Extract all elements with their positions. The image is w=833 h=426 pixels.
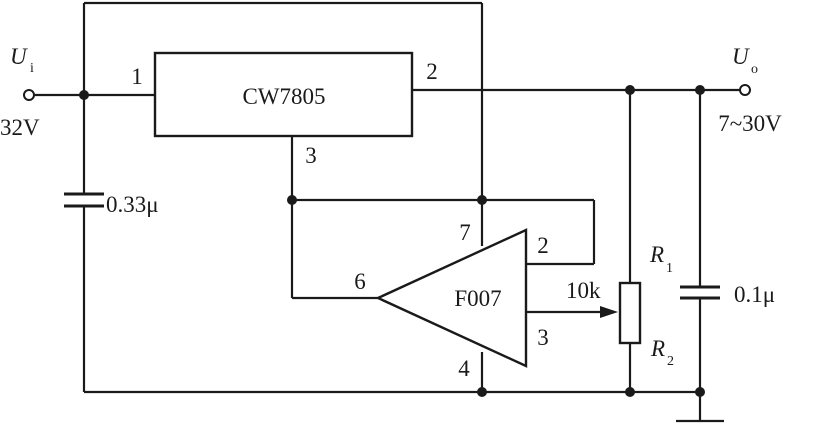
output-symbol: U	[732, 44, 750, 69]
r2-label: R	[650, 336, 665, 361]
opamp-pin-6: 6	[354, 269, 366, 294]
r1-subscript: 1	[666, 261, 673, 276]
potentiometer-body	[618, 281, 642, 345]
output-cap-value: 0.1μ	[734, 282, 775, 307]
opamp-pin-7: 7	[459, 220, 471, 245]
regulator-block	[153, 51, 414, 138]
regulator-pin-2: 2	[426, 59, 438, 84]
input-symbol: U	[10, 44, 28, 69]
junction-output-cap	[695, 85, 705, 95]
opamp-pin-2: 2	[537, 233, 549, 258]
junction-ground-opamp	[477, 387, 487, 397]
potentiometer-value: 10k	[566, 278, 601, 303]
opamp-name: F007	[454, 286, 501, 311]
opamp-pin-3: 3	[537, 325, 549, 350]
regulator-name: CW7805	[242, 84, 325, 109]
input-voltage: 32V	[0, 115, 40, 140]
wiper-arrow	[600, 306, 618, 318]
opamp-pin-4: 4	[458, 356, 470, 381]
output-subscript: o	[751, 62, 758, 77]
input-cap-value: 0.33μ	[106, 192, 159, 217]
r1-label: R	[649, 242, 664, 267]
r2-subscript: 2	[667, 354, 674, 369]
junction-opamp-pin7	[477, 195, 487, 205]
junction-feedback	[287, 195, 297, 205]
junction-dots	[79, 85, 705, 397]
output-terminal	[739, 84, 751, 96]
regulator-pin-3: 3	[305, 143, 317, 168]
output-range: 7~30V	[718, 111, 782, 136]
junction-input	[79, 90, 89, 100]
junction-ground-cap	[695, 387, 705, 397]
input-terminal	[23, 89, 35, 101]
input-subscript: i	[30, 61, 34, 76]
wires	[33, 1, 740, 423]
junction-output-pot	[625, 85, 635, 95]
regulator-pin-1: 1	[131, 64, 143, 89]
opamp-triangle	[375, 228, 528, 368]
junction-ground-pot	[625, 387, 635, 397]
